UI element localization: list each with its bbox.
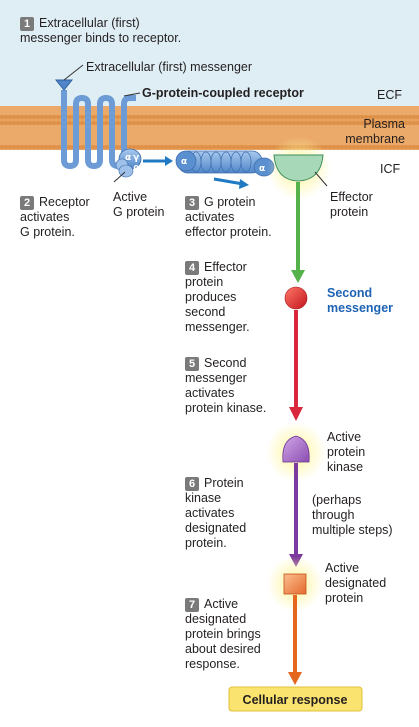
- active-kinase-label-3: kinase: [327, 460, 364, 474]
- multiple-steps-line-1: (perhaps: [312, 493, 362, 507]
- step-4-line-2: protein: [185, 275, 224, 289]
- step-5-line-2: messenger: [185, 371, 247, 385]
- g-protein-complex: α γ β: [115, 148, 142, 178]
- step-4-line-3: produces: [185, 290, 237, 304]
- step-1-line-1: Extracellular (first): [39, 16, 140, 30]
- step-2-line-3: G protein.: [20, 225, 75, 239]
- subunit-alpha-1: α: [125, 153, 131, 163]
- step-5-number: 5: [185, 357, 199, 371]
- step-4: 4 Effector protein produces second messen…: [185, 260, 250, 335]
- step-7-line-2: designated: [185, 612, 247, 626]
- step-7-number: 7: [185, 598, 199, 612]
- subunit-beta: β: [133, 165, 140, 175]
- second-messenger-label: Second messenger: [327, 286, 393, 316]
- step-3-line-2: activates: [185, 210, 235, 224]
- step-4-line-5: messenger.: [185, 320, 250, 334]
- effector-protein-label-2: protein: [330, 205, 369, 219]
- step-7-line-3: protein brings: [185, 627, 261, 641]
- second-messenger-label-2: messenger: [327, 301, 394, 315]
- icf-label: ICF: [380, 162, 401, 176]
- multiple-steps-note: (perhaps through multiple steps): [312, 493, 393, 538]
- step-5-line-1: Second: [204, 356, 247, 370]
- active-g-protein-label-2: G protein: [113, 205, 165, 219]
- step-3-number: 3: [185, 196, 199, 210]
- membrane-label-1: Plasma: [363, 117, 405, 131]
- subunit-alpha-2: α: [181, 157, 187, 167]
- step-1-line-2: messenger binds to receptor.: [20, 31, 182, 45]
- step-3-line-3: effector protein.: [185, 225, 272, 239]
- step-5: 5 Second messenger activates protein kina…: [185, 356, 266, 416]
- step-7-line-5: response.: [185, 657, 240, 671]
- extracellular-messenger-label: Extracellular (first) messenger: [86, 60, 253, 74]
- step-5-line-4: protein kinase.: [185, 401, 267, 415]
- step-4-line-1: Effector: [204, 260, 247, 274]
- step-4-number: 4: [185, 261, 199, 275]
- active-designated-label-2: designated: [325, 576, 387, 590]
- alpha-subunit-coil: α α: [175, 150, 275, 177]
- effector-protein-shape: [273, 154, 324, 182]
- active-designated-protein-shape: [283, 573, 307, 595]
- active-g-protein-label-1: Active: [113, 190, 148, 204]
- step-6-line-2: kinase: [185, 491, 222, 505]
- step-6-number: 6: [185, 477, 199, 491]
- second-messenger-label-1: Second: [327, 286, 373, 300]
- step-7-line-4: about desired: [185, 642, 261, 656]
- arrow-alpha-to-effector: [213, 177, 244, 186]
- step-5-line-3: activates: [185, 386, 235, 400]
- step-1-number: 1: [20, 17, 34, 31]
- second-messenger-shape: [284, 286, 308, 310]
- subunit-alpha-3: α: [259, 164, 265, 174]
- cellular-response-box: [228, 686, 363, 712]
- step-7-line-1: Active: [204, 597, 239, 611]
- step-6-line-5: protein.: [185, 536, 227, 550]
- membrane-label-2: membrane: [345, 132, 405, 146]
- effector-protein-label-1: Effector: [330, 190, 373, 204]
- step-3-line-1: G protein: [204, 195, 256, 209]
- step-4-line-4: second: [185, 305, 226, 319]
- active-designated-label-3: protein: [325, 591, 364, 605]
- step-1: 1 Extracellular (first) messenger binds t…: [20, 16, 181, 46]
- subunit-gamma: γ: [133, 153, 139, 163]
- step-2: 2 Receptor activates G protein.: [20, 195, 90, 240]
- multiple-steps-line-2: through: [312, 508, 355, 522]
- step-2-line-2: activates: [20, 210, 70, 224]
- plasma-membrane: [0, 106, 419, 150]
- step-2-line-1: Receptor: [39, 195, 90, 209]
- step-3: 3 G protein activates effector protein.: [185, 195, 272, 240]
- step-2-number: 2: [20, 196, 34, 210]
- multiple-steps-line-3: multiple steps): [312, 523, 393, 537]
- active-designated-label-1: Active: [325, 561, 360, 575]
- step-6: 6 Protein kinase activates designated pro…: [185, 476, 246, 551]
- active-kinase-shape: [282, 435, 310, 463]
- step-6-line-3: activates: [185, 506, 235, 520]
- active-g-protein-label: Active G protein: [113, 190, 164, 220]
- active-designated-protein-label: Active designated protein: [325, 561, 386, 606]
- ecf-region: [0, 0, 419, 106]
- step-7: 7 Active designated protein brings about …: [185, 597, 261, 672]
- cellular-response-label: Cellular response: [243, 693, 348, 707]
- active-protein-kinase-label: Active protein kinase: [327, 430, 365, 475]
- gpcr-label: G-protein-coupled receptor: [142, 86, 304, 100]
- active-kinase-label-2: protein: [327, 445, 366, 459]
- effector-protein-label: Effector protein: [330, 190, 373, 220]
- step-6-line-4: designated: [185, 521, 247, 535]
- ecf-label: ECF: [377, 88, 402, 102]
- active-kinase-label-1: Active: [327, 430, 362, 444]
- step-6-line-1: Protein: [204, 476, 244, 490]
